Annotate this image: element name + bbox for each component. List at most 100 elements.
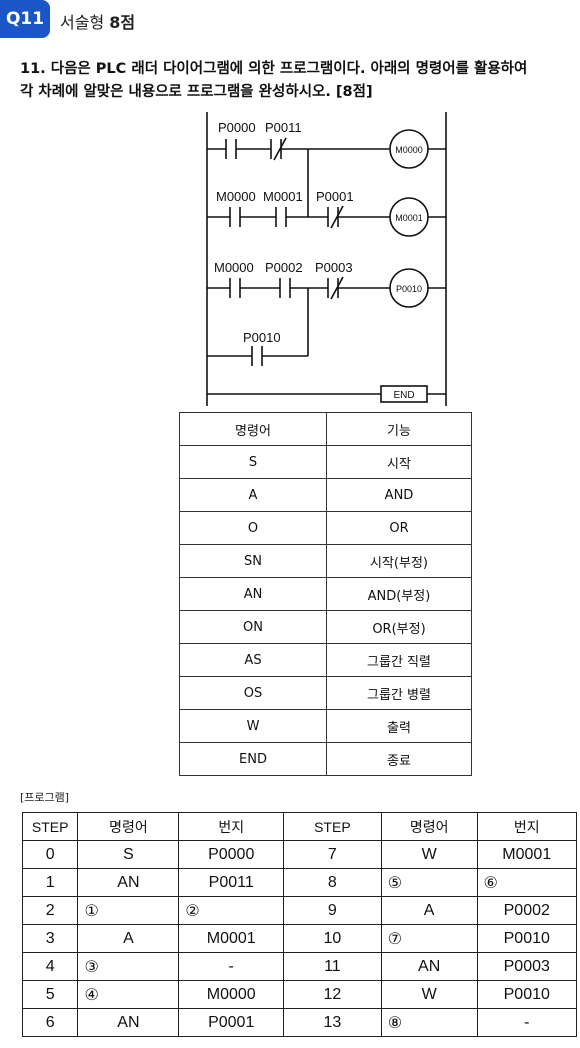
table-cell: 11 (283, 952, 382, 981)
table-cell: W (380, 840, 478, 869)
coil-label: M0000 (395, 145, 423, 155)
contact-label: M0001 (263, 189, 303, 204)
answer-blank: ⑦ (380, 924, 478, 953)
contact-label: P0003 (315, 260, 353, 275)
question-type-label: 서술형 8점 (60, 9, 135, 33)
table-cell: P0010 (476, 980, 578, 1009)
table-cell: 종료 (326, 742, 472, 776)
table-cell: 0 (21, 840, 79, 869)
table-cell: 12 (283, 980, 382, 1009)
table-cell: 4 (21, 952, 79, 981)
table-cell: P0002 (476, 896, 578, 925)
contact-label: P0001 (316, 189, 354, 204)
question-number-badge: Q11 (0, 0, 50, 38)
table-cell: 시작 (326, 445, 472, 479)
table-cell: S (179, 445, 327, 479)
table-cell: 6 (21, 1008, 79, 1037)
table-cell: AND (326, 478, 472, 512)
table-cell: S (77, 840, 180, 869)
table-cell: P0011 (178, 868, 285, 897)
contact-label: M0000 (214, 260, 254, 275)
table-cell: 13 (283, 1008, 382, 1037)
answer-blank: ② (178, 896, 285, 925)
table-cell: END (179, 742, 327, 776)
table-cell: M0001 (178, 924, 285, 953)
contact-label: P0010 (243, 330, 281, 345)
answer-blank: ③ (77, 952, 180, 981)
table-cell: OS (179, 676, 327, 710)
table-cell: - (476, 1008, 578, 1037)
table-cell: 7 (283, 840, 382, 869)
table-cell: A (380, 896, 478, 925)
column-header: STEP (283, 812, 382, 841)
answer-blank: ⑥ (476, 868, 578, 897)
table-cell: A (179, 478, 327, 512)
table-cell: P0003 (476, 952, 578, 981)
table-cell: 시작(부정) (326, 544, 472, 578)
table-cell: A (77, 924, 180, 953)
program-label: [프로그램] (20, 791, 70, 804)
column-header: STEP (21, 812, 79, 841)
question-type: 서술형 (60, 13, 110, 32)
table-cell: W (179, 709, 327, 743)
table-cell: 그룹간 직렬 (326, 643, 472, 677)
answer-blank: ⑧ (380, 1008, 478, 1037)
answer-blank: ⑤ (380, 868, 478, 897)
answer-blank: ① (77, 896, 180, 925)
contact-label: P0000 (218, 120, 256, 135)
table-cell: W (380, 980, 478, 1009)
column-header: 명령어 (380, 812, 478, 841)
ladder-diagram: P0000 P0011 M0000 M0001 P0001 M0000 P000… (206, 112, 447, 406)
coil-label: P0010 (396, 284, 422, 294)
answer-blank: ④ (77, 980, 180, 1009)
table-cell: AN (179, 577, 327, 611)
contact-label: P0002 (265, 260, 303, 275)
table-cell: 8 (283, 868, 382, 897)
coil-label: M0001 (395, 213, 423, 223)
table-cell: OR(부정) (326, 610, 472, 644)
table-cell: SN (179, 544, 327, 578)
table-cell: 출력 (326, 709, 472, 743)
table-cell: 2 (21, 896, 79, 925)
table-cell: 명령어 (179, 412, 327, 446)
table-cell: AN (380, 952, 478, 981)
table-cell: M0000 (178, 980, 285, 1009)
table-cell: AN (77, 868, 180, 897)
column-header: 명령어 (77, 812, 180, 841)
table-cell: 1 (21, 868, 79, 897)
table-cell: AN (77, 1008, 180, 1037)
question-points: 8점 (109, 13, 136, 32)
table-cell: P0000 (178, 840, 285, 869)
table-cell: P0010 (476, 924, 578, 953)
table-cell: 5 (21, 980, 79, 1009)
table-cell: O (179, 511, 327, 545)
column-header: 번지 (178, 812, 285, 841)
coil-p0010 (389, 268, 429, 308)
table-cell: M0001 (476, 840, 578, 869)
table-cell: 기능 (326, 412, 472, 446)
table-cell: 3 (21, 924, 79, 953)
table-cell: 9 (283, 896, 382, 925)
question-text: 11. 다음은 PLC 래더 다이어그램에 의한 프로그램이다. 아래의 명령어… (20, 58, 560, 104)
table-cell: 그룹간 병렬 (326, 676, 472, 710)
table-cell: 10 (283, 924, 382, 953)
contact-label: M0000 (216, 189, 256, 204)
